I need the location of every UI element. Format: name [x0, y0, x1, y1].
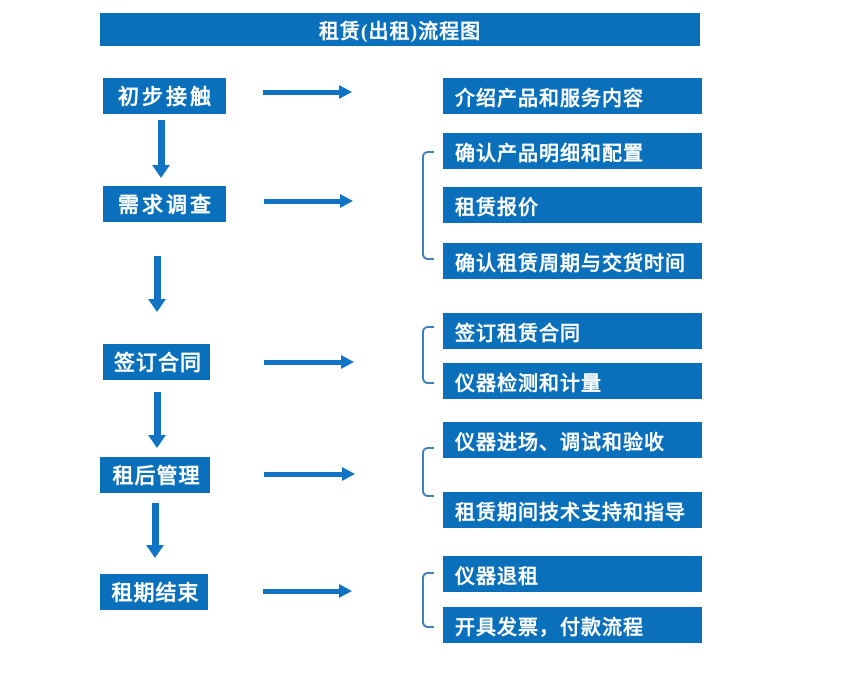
stage-box-rental-end: 租期结束	[100, 574, 208, 610]
group-bracket	[422, 326, 434, 384]
detail-box-instrument-testing: 仪器检测和计量	[443, 363, 702, 399]
down-arrow-icon	[146, 503, 164, 558]
right-arrow-icon	[264, 355, 354, 369]
detail-box-instrument-return: 仪器退租	[443, 556, 702, 592]
stage-box-sign-contract: 签订合同	[103, 344, 210, 380]
stage-box-post-rental-management: 租后管理	[100, 457, 210, 493]
detail-box-invoice-payment: 开具发票，付款流程	[443, 607, 702, 643]
detail-box-introduce-products: 介绍产品和服务内容	[443, 78, 702, 114]
detail-box-technical-support: 租赁期间技术支持和指导	[443, 492, 702, 528]
down-arrow-icon	[148, 392, 166, 448]
stage-box-initial-contact: 初步接触	[103, 78, 226, 114]
group-bracket	[422, 447, 434, 497]
group-bracket	[422, 151, 434, 260]
right-arrow-icon	[263, 584, 352, 598]
detail-box-confirm-product-config: 确认产品明细和配置	[443, 133, 702, 169]
group-bracket	[422, 572, 434, 628]
right-arrow-icon	[263, 85, 352, 99]
detail-box-sign-rental-contract: 签订租赁合同	[443, 313, 702, 349]
down-arrow-icon	[152, 120, 170, 178]
right-arrow-icon	[264, 194, 353, 208]
detail-box-rental-quote: 租赁报价	[443, 187, 702, 223]
stage-box-demand-survey: 需求调查	[103, 186, 226, 222]
right-arrow-icon	[264, 467, 355, 481]
detail-box-instrument-setup-acceptance: 仪器进场、调试和验收	[443, 422, 702, 458]
flowchart-title: 租赁(出租)流程图	[100, 13, 700, 46]
down-arrow-icon	[148, 256, 166, 312]
detail-box-confirm-period-delivery: 确认租赁周期与交货时间	[443, 243, 702, 279]
